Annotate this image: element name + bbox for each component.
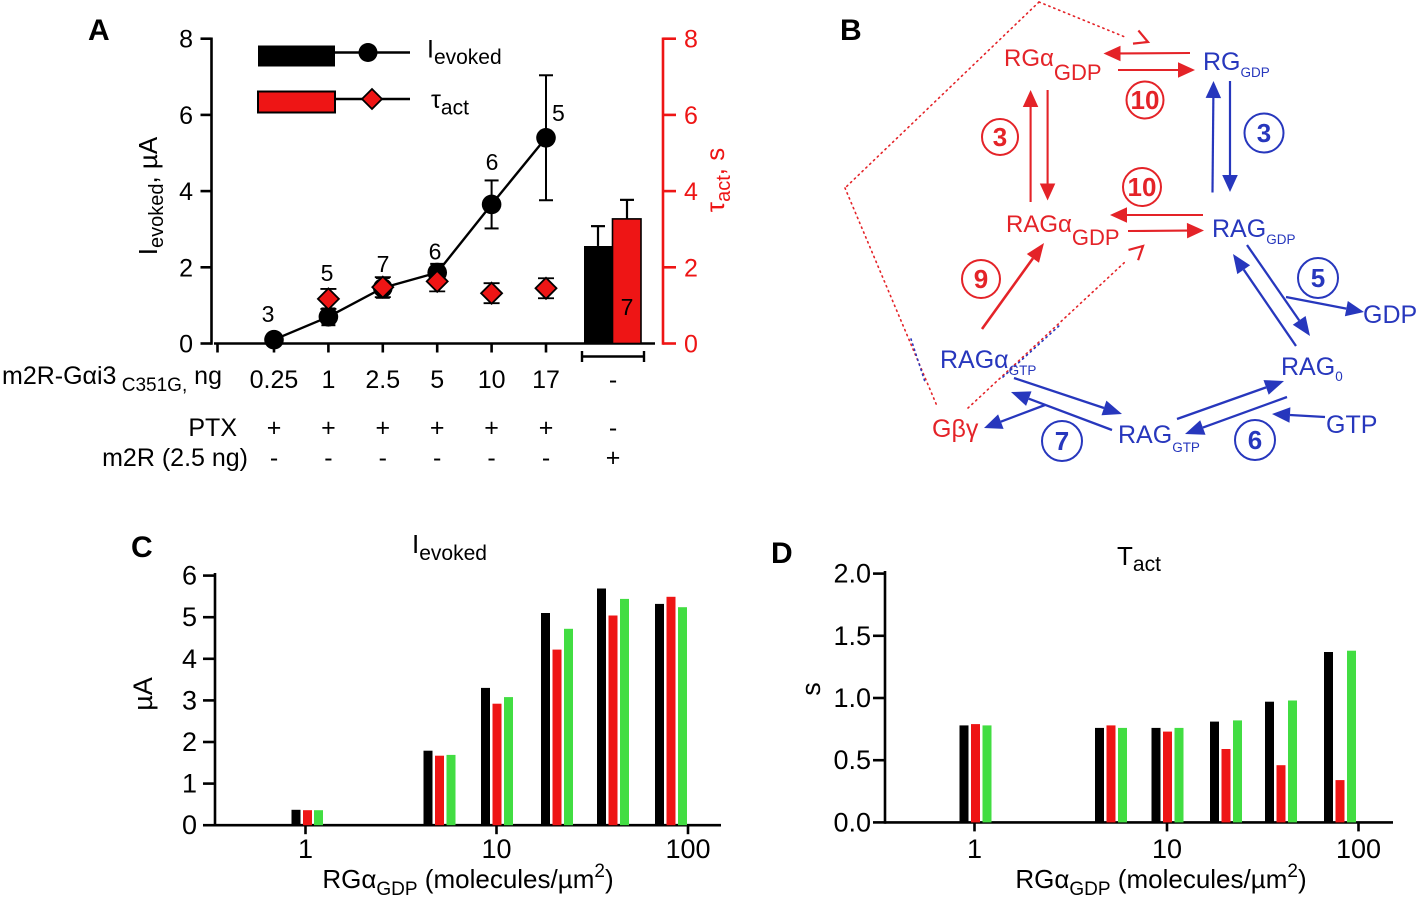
svg-text:µA: µA xyxy=(128,677,158,711)
svg-text:-: - xyxy=(433,444,441,472)
svg-text:Ievoked, µA: Ievoked, µA xyxy=(133,136,168,255)
svg-text:RAGαGTP: RAGαGTP xyxy=(940,346,1036,378)
svg-text:6: 6 xyxy=(179,102,193,130)
svg-text:3: 3 xyxy=(1257,118,1271,148)
svg-text:0.0: 0.0 xyxy=(833,807,871,837)
svg-text:4: 4 xyxy=(182,644,197,674)
svg-text:100: 100 xyxy=(665,834,710,864)
svg-text:-: - xyxy=(379,444,387,472)
svg-text:B: B xyxy=(840,14,862,47)
svg-text:+: + xyxy=(606,444,621,472)
svg-text:-: - xyxy=(270,444,278,472)
svg-text:0: 0 xyxy=(182,810,197,840)
svg-text:8: 8 xyxy=(684,26,698,54)
svg-text:2: 2 xyxy=(179,254,193,282)
svg-text:0.25: 0.25 xyxy=(250,366,299,394)
svg-text:2.5: 2.5 xyxy=(365,366,400,394)
svg-text:1.0: 1.0 xyxy=(833,683,871,713)
svg-text:RGαGDP: RGαGDP xyxy=(1004,45,1102,85)
svg-text:6: 6 xyxy=(182,561,197,591)
svg-text:10: 10 xyxy=(1131,85,1160,115)
svg-text:0: 0 xyxy=(684,331,698,359)
svg-text:RAGGTP: RAGGTP xyxy=(1118,421,1200,455)
svg-text:6: 6 xyxy=(684,102,698,130)
svg-text:100: 100 xyxy=(1336,834,1381,864)
svg-text:2: 2 xyxy=(684,254,698,282)
svg-text:3: 3 xyxy=(262,301,275,327)
svg-text:τact, s: τact, s xyxy=(700,148,735,212)
svg-text:7: 7 xyxy=(621,294,634,320)
svg-text:17: 17 xyxy=(532,366,560,394)
svg-text:Gβγ: Gβγ xyxy=(932,415,979,443)
svg-text:6: 6 xyxy=(429,239,442,265)
svg-text:+: + xyxy=(539,414,554,442)
svg-text:RAGαGDP: RAGαGDP xyxy=(1006,211,1120,250)
svg-text:-: - xyxy=(324,444,332,472)
svg-text:C: C xyxy=(131,531,153,564)
svg-text:10: 10 xyxy=(481,834,511,864)
svg-text:1: 1 xyxy=(182,769,197,799)
svg-text:RAG0: RAG0 xyxy=(1281,353,1343,384)
svg-text:RGαGDP (molecules/µm2): RGαGDP (molecules/µm2) xyxy=(322,861,613,900)
svg-text:GDP: GDP xyxy=(1363,301,1417,329)
svg-text:2: 2 xyxy=(182,727,197,757)
svg-text:+: + xyxy=(484,414,499,442)
svg-text:5: 5 xyxy=(1311,263,1325,293)
svg-text:10: 10 xyxy=(1128,172,1157,202)
svg-text:-: - xyxy=(542,444,550,472)
svg-text:+: + xyxy=(321,414,336,442)
svg-text:-: - xyxy=(487,444,495,472)
svg-text:5: 5 xyxy=(552,100,565,126)
svg-text:RAGGDP: RAGGDP xyxy=(1212,215,1295,247)
svg-text:+: + xyxy=(430,414,445,442)
svg-text:GTP: GTP xyxy=(1326,411,1377,439)
svg-text:D: D xyxy=(771,537,793,570)
svg-text:RGαGDP (molecules/µm2): RGαGDP (molecules/µm2) xyxy=(1015,861,1306,900)
svg-text:+: + xyxy=(267,414,282,442)
svg-text:7: 7 xyxy=(377,251,390,277)
svg-text:6: 6 xyxy=(486,149,499,175)
svg-text:5: 5 xyxy=(182,602,197,632)
svg-text:RGGDP: RGGDP xyxy=(1203,48,1270,80)
svg-text:m2R-Gαi3 C351G, ng: m2R-Gαi3 C351G, ng xyxy=(2,362,222,396)
svg-text:-: - xyxy=(609,366,617,394)
svg-text:3: 3 xyxy=(993,122,1007,152)
svg-text:m2R (2.5 ng): m2R (2.5 ng) xyxy=(102,444,248,472)
svg-text:+: + xyxy=(375,414,390,442)
svg-text:0.5: 0.5 xyxy=(833,745,871,775)
svg-text:8: 8 xyxy=(179,26,193,54)
svg-text:1: 1 xyxy=(321,366,335,394)
svg-text:1: 1 xyxy=(967,834,982,864)
svg-text:9: 9 xyxy=(974,264,988,294)
svg-text:1: 1 xyxy=(298,834,313,864)
svg-text:1.5: 1.5 xyxy=(833,621,871,651)
svg-text:10: 10 xyxy=(478,366,506,394)
svg-text:6: 6 xyxy=(1248,425,1262,455)
svg-text:4: 4 xyxy=(179,178,193,206)
svg-text:2.0: 2.0 xyxy=(833,559,871,589)
svg-text:4: 4 xyxy=(684,178,698,206)
svg-text:Ievoked: Ievoked xyxy=(412,529,487,565)
svg-text:PTX: PTX xyxy=(188,414,237,442)
svg-text:τact: τact xyxy=(431,86,469,120)
svg-text:7: 7 xyxy=(1055,426,1069,456)
svg-text:-: - xyxy=(609,414,617,442)
svg-text:A: A xyxy=(88,14,110,47)
svg-text:0: 0 xyxy=(179,331,193,359)
svg-text:Tact: Tact xyxy=(1117,541,1161,576)
svg-text:5: 5 xyxy=(430,366,444,394)
svg-text:Ievoked: Ievoked xyxy=(427,36,502,70)
svg-text:5: 5 xyxy=(321,260,334,286)
svg-text:3: 3 xyxy=(182,685,197,715)
svg-text:s: s xyxy=(796,682,826,696)
svg-text:10: 10 xyxy=(1152,834,1182,864)
